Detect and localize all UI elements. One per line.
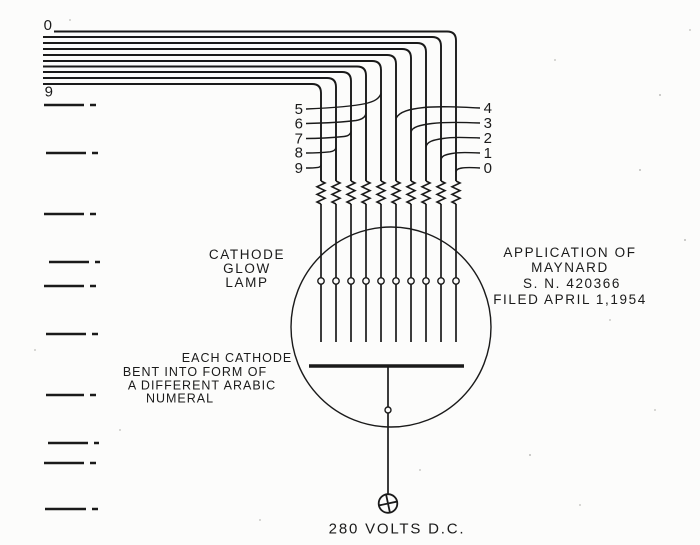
wire-label-0: 0: [484, 160, 493, 177]
application-note: APPLICATION OF MAYNARD S. N. 420366 FILE…: [493, 245, 647, 307]
application-note-line2: MAYNARD: [531, 260, 609, 275]
seal-bead: [452, 277, 460, 285]
left-wire-labels: 5 6 7 8 9: [295, 93, 382, 177]
resistor: [375, 180, 387, 205]
paper-speckles: [34, 19, 691, 521]
bus-wire-0: [54, 30, 457, 181]
application-note-line3: S. N. 420366: [523, 276, 621, 291]
leader-line-5: [305, 93, 382, 110]
lamp-caption-line3: LAMP: [225, 275, 268, 290]
cathode-note: EACH CATHODE BENT INTO FORM OF A DIFFERE…: [123, 351, 292, 406]
bus-wire-5: [43, 60, 382, 181]
supply-voltage-label: 280 VOLTS D.C.: [329, 521, 466, 538]
bus-wire-4: [43, 54, 397, 181]
wire-label-8: 8: [295, 145, 304, 162]
wire-label-5: 5: [295, 101, 304, 118]
seal-bead: [347, 277, 355, 285]
seal-bead: [377, 277, 385, 285]
resistors: [315, 180, 462, 205]
terminal-circle: [377, 493, 399, 514]
resistor: [435, 180, 447, 205]
terminal-plus: [378, 494, 398, 513]
seal-bead: [362, 277, 370, 285]
cathode-note-line2: BENT INTO FORM OF: [123, 365, 267, 379]
application-note-line4: FILED APRIL 1,1954: [493, 292, 647, 307]
bus-wire-6: [43, 65, 367, 181]
seal-bead: [317, 277, 325, 285]
bus-wire-2: [43, 42, 427, 181]
cathode-lead-wires: [320, 204, 457, 342]
seal-beads: [317, 277, 460, 285]
leader-line-7: [305, 131, 352, 140]
bus-lines: [43, 30, 457, 181]
bus-wire-7: [43, 71, 352, 181]
bus-bottom-label: 9: [45, 84, 54, 101]
bus-wire-8: [43, 77, 337, 181]
leader-line-4: [395, 106, 481, 119]
leader-line-6: [305, 112, 367, 125]
resistor: [360, 180, 372, 205]
power-terminal-icon: [377, 493, 399, 514]
bus-wire-1: [43, 36, 442, 181]
resistor: [390, 180, 402, 205]
lamp-envelope-circle: [290, 226, 492, 428]
seal-bead: [437, 277, 445, 285]
lamp-caption-line1: CATHODE: [209, 247, 285, 262]
resistor: [420, 180, 432, 205]
wire-label-1: 1: [484, 145, 493, 162]
wire-label-4: 4: [484, 100, 493, 117]
leader-line-2: [425, 136, 481, 148]
wire-label-7: 7: [295, 131, 304, 148]
wire-label-6: 6: [295, 116, 304, 133]
wire-label-2: 2: [484, 130, 493, 147]
seal-bead: [384, 406, 392, 414]
bus-top-label: 0: [44, 17, 53, 34]
leader-line-0: [455, 166, 481, 173]
leader-line-8: [305, 147, 337, 154]
application-note-line1: APPLICATION OF: [503, 245, 636, 260]
bus-wire-9: [43, 83, 322, 181]
left-stub-marks: [44, 103, 100, 511]
cathode-note-line4: NUMERAL: [146, 392, 214, 406]
wire-label-3: 3: [484, 115, 493, 132]
resistor: [315, 180, 327, 205]
resistor: [345, 180, 357, 205]
seal-bead: [407, 277, 415, 285]
seal-bead: [332, 277, 340, 285]
seal-bead: [392, 277, 400, 285]
lamp-caption: CATHODE GLOW LAMP: [209, 247, 285, 290]
wire-label-9: 9: [295, 160, 304, 177]
leader-line-1: [440, 151, 481, 161]
resistor: [330, 180, 342, 205]
cathode-note-line3: A DIFFERENT ARABIC: [128, 379, 276, 393]
seal-bead: [422, 277, 430, 285]
lamp-caption-line2: GLOW: [223, 261, 271, 276]
right-wire-labels: 4 3 2 1 0: [395, 100, 493, 177]
leader-line-3: [410, 121, 481, 133]
leader-line-9: [305, 164, 322, 169]
cathode-note-line1: EACH CATHODE: [182, 351, 292, 365]
bus-wire-3: [43, 48, 412, 181]
resistor: [405, 180, 417, 205]
resistor: [450, 180, 462, 205]
